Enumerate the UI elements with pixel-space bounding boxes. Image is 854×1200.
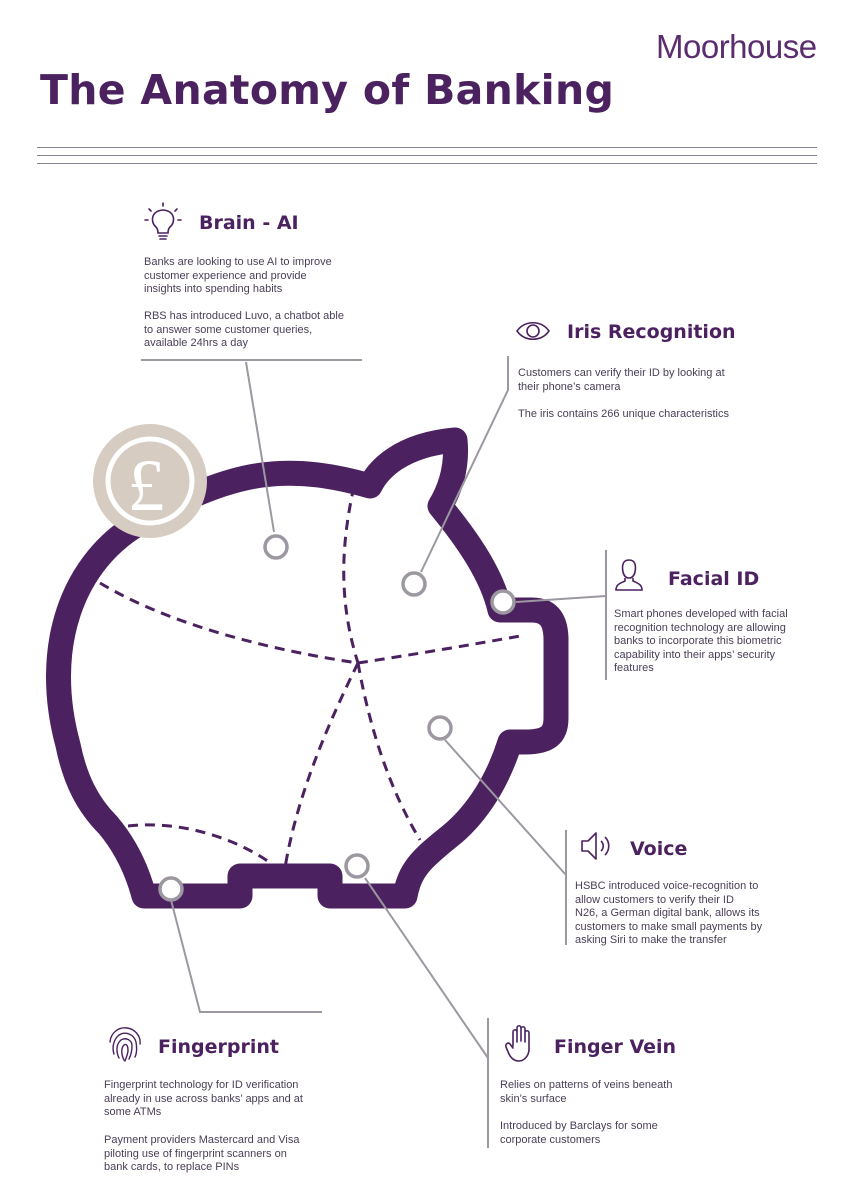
text-line: features	[614, 662, 654, 675]
coin-inner-ring	[105, 436, 195, 526]
fingerprint-heading: Fingerprint	[158, 1036, 279, 1058]
person-icon	[615, 559, 643, 591]
text-line: customers to make small payments by	[575, 920, 763, 933]
marker-voice	[427, 715, 453, 741]
brand-logo: Moorhouse	[656, 28, 817, 65]
text-line: customer experience and provide	[144, 269, 307, 282]
finger-vein-heading: Finger Vein	[554, 1036, 677, 1058]
brain-ai-text: Banks are looking to use AI to improve c…	[144, 256, 332, 297]
text-line: available 24hrs a day	[144, 337, 248, 350]
hand-icon	[505, 1024, 530, 1062]
text-line: Payment providers Mastercard and Visa	[104, 1134, 300, 1146]
text-line: Introduced by Barclays for some	[500, 1120, 658, 1132]
text-line: Banks are looking to use AI to improve	[144, 256, 332, 268]
connector-markers	[158, 534, 516, 902]
facial-id-text: Smart phones developed with facial recog…	[614, 608, 788, 676]
brain-ai-heading: Brain - AI	[199, 212, 299, 234]
iris-recognition-text: Customers can verify their ID by looking…	[518, 367, 725, 394]
text-line: Relies on patterns of veins beneath	[500, 1079, 673, 1091]
text-line: their phone’s camera	[518, 380, 621, 393]
marker-iris	[401, 571, 427, 597]
eye-icon	[516, 321, 550, 341]
divider-line	[37, 155, 817, 156]
page-title: The Anatomy of Banking	[40, 66, 615, 114]
text-line: piloting use of fingerprint scanners on	[104, 1147, 287, 1160]
text-line: skin’s surface	[500, 1092, 567, 1105]
divider-line	[37, 163, 817, 164]
text-line: insights into spending habits	[144, 283, 283, 296]
dashed-section-lines	[99, 469, 521, 872]
marker-brain	[263, 534, 289, 560]
voice-text: HSBC introduced voice-recognition to all…	[575, 880, 762, 948]
text-line: Customers can verify their ID by looking…	[518, 367, 725, 379]
text-line: some ATMs	[104, 1106, 162, 1119]
text-line: asking Siri to make the transfer	[575, 934, 727, 947]
text-line: Smart phones developed with facial	[614, 608, 788, 620]
text-line: recognition technology are allowing	[614, 621, 786, 634]
text-line: capability into their apps’ security	[614, 648, 776, 661]
text-line: already in use across banks’ apps and at	[104, 1092, 303, 1105]
coin-pound-symbol: £	[128, 445, 165, 527]
text-line: bank cards, to replace PINs	[104, 1161, 240, 1174]
speaker-icon	[581, 832, 610, 860]
finger-vein-text-2: Introduced by Barclays for some corporat…	[500, 1120, 658, 1147]
brain-ai-text-2: RBS has introduced Luvo, a chatbot able …	[144, 310, 344, 351]
divider-line	[37, 147, 817, 148]
voice-heading: Voice	[630, 838, 688, 860]
text-line: to answer some customer queries,	[144, 323, 313, 336]
text-line: allow customers to verify their ID	[575, 893, 734, 906]
text-line: The iris contains 266 unique characteris…	[518, 408, 729, 420]
piggy-bank-body	[46, 427, 569, 909]
fingerprint-text-2: Payment providers Mastercard and Visa pi…	[104, 1134, 299, 1175]
finger-vein-text: Relies on patterns of veins beneath skin…	[500, 1079, 672, 1106]
iris-recognition-heading: Iris Recognition	[567, 321, 736, 343]
text-line: corporate customers	[500, 1133, 601, 1146]
fingerprint-icon	[109, 1027, 141, 1062]
fingerprint-text: Fingerprint technology for ID verificati…	[104, 1079, 303, 1120]
text-line: banks to incorporate this biometric	[614, 635, 782, 648]
connector-lines	[141, 356, 607, 1148]
iris-recognition-text-2: The iris contains 266 unique characteris…	[518, 408, 729, 422]
marker-facial	[490, 589, 516, 615]
text-line: N26, a German digital bank, allows its	[575, 907, 760, 920]
facial-id-heading: Facial ID	[668, 568, 760, 590]
lightbulb-icon	[144, 202, 182, 240]
text-line: RBS has introduced Luvo, a chatbot able	[144, 310, 344, 322]
marker-vein	[344, 853, 370, 879]
text-line: HSBC introduced voice-recognition to	[575, 880, 759, 892]
marker-fingerprint	[158, 876, 184, 902]
text-line: Fingerprint technology for ID verificati…	[104, 1079, 299, 1091]
